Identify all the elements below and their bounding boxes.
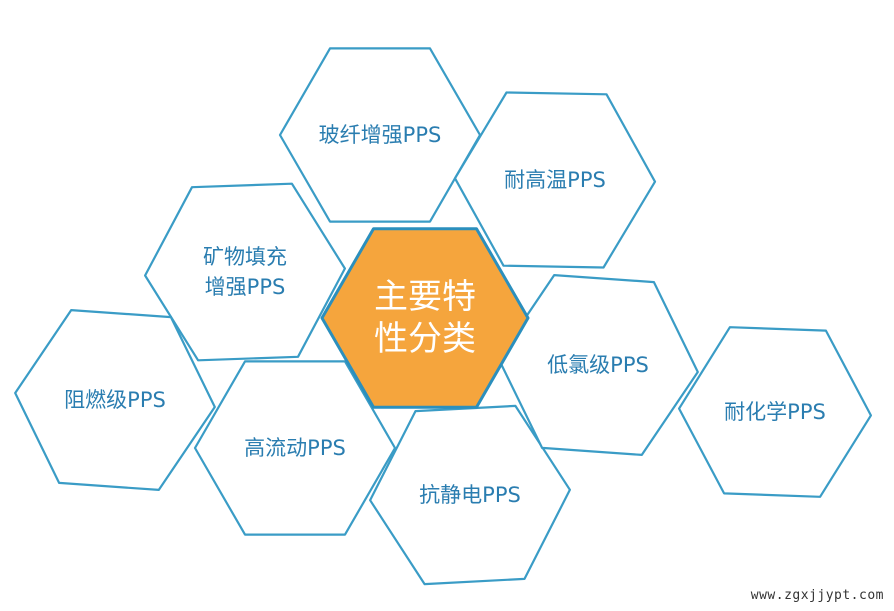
hex-flame-retardant-label: 阻燃级PPS [64,388,166,412]
hex-glass-fiber-shape [278,47,482,223]
center-hex-shape [320,227,530,409]
hex-high-flow-shape [193,360,397,536]
hex-flame-retardant: 阻燃级PPS [14,309,216,491]
hex-chemical-resistant-shape [677,326,873,498]
hex-antistatic-label: 抗静电PPS [419,483,521,507]
hex-glass-fiber-label: 玻纤增强PPS [319,123,442,147]
hex-chemical-resistant: 耐化学PPS [677,326,873,498]
hex-mineral-label: 矿物填充 [203,245,287,269]
hex-chemical-resistant-label: 耐化学PPS [724,400,826,424]
hex-flame-retardant-shape [14,309,216,491]
hex-high-temp: 耐高温PPS [453,91,657,269]
center-hex-label: 主要特 [374,277,476,317]
hex-low-chlorine-label: 低氯级PPS [547,353,649,377]
hex-high-temp-label: 耐高温PPS [504,168,606,192]
hex-antistatic: 抗静电PPS [369,404,572,586]
hex-high-temp-shape [453,91,657,269]
site-watermark: www.zgxjjypt.com [750,588,884,603]
hex-high-flow: 高流动PPS [193,360,397,536]
hex-high-flow-label: 高流动PPS [244,436,346,460]
center-hex-label: 性分类 [374,319,476,359]
hex-mineral-label: 增强PPS [205,275,286,299]
hex-antistatic-shape [369,404,572,586]
hex-glass-fiber: 玻纤增强PPS [278,47,482,223]
hex-low-chlorine: 低氯级PPS [497,274,699,456]
hex-mineral-shape [144,182,346,362]
